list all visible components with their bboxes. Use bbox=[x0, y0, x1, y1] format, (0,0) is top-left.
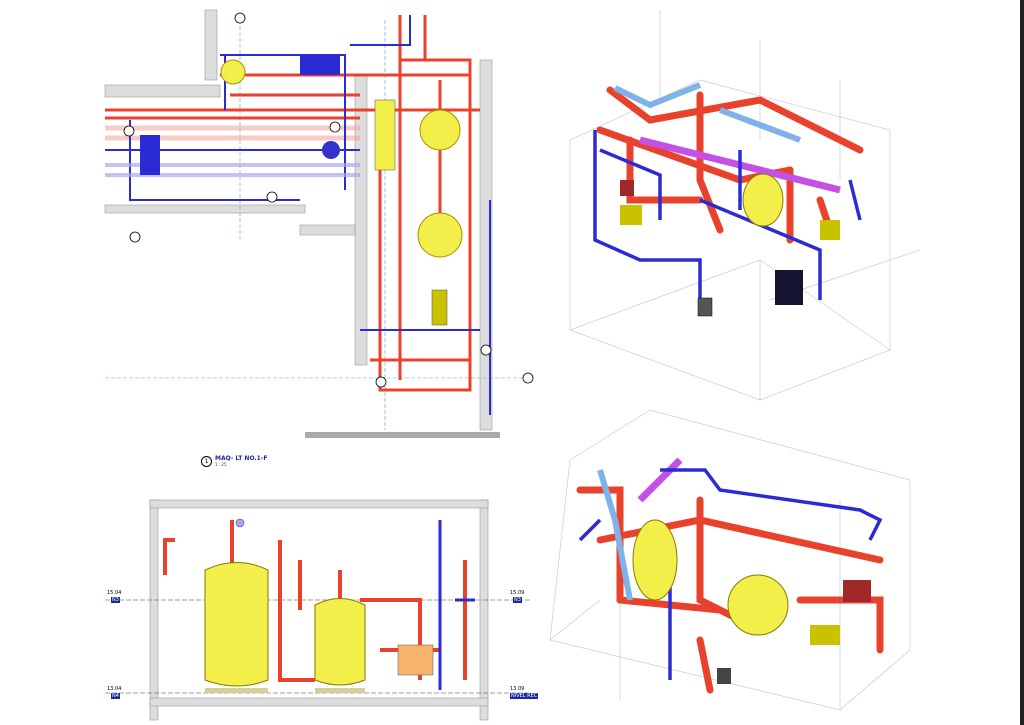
level-label: 15.04 bbox=[107, 590, 122, 596]
view-scale: 1 : 25 bbox=[215, 462, 227, 467]
isometric-view-top bbox=[569, 10, 921, 401]
level-tag: NIVEL REC bbox=[510, 693, 539, 699]
level-tag: N3 bbox=[111, 597, 120, 603]
isometric-view-bottom bbox=[549, 409, 911, 711]
level-tag: N4 bbox=[111, 693, 120, 699]
level-label: 15.09 bbox=[510, 590, 525, 596]
elevation-title-block: 1 MAQ- LT NO.1-F 1 : 25 bbox=[201, 455, 267, 467]
view-number: 1 bbox=[201, 455, 212, 467]
level-label: 13.04 bbox=[107, 686, 122, 692]
view-title: MAQ- LT NO.1-F bbox=[215, 455, 268, 462]
level-tag: N3 bbox=[513, 597, 522, 603]
level-label: 13.09 bbox=[510, 686, 525, 692]
plan-view bbox=[104, 9, 534, 438]
elevation-view bbox=[105, 499, 530, 721]
sheet-edge bbox=[1020, 0, 1024, 725]
